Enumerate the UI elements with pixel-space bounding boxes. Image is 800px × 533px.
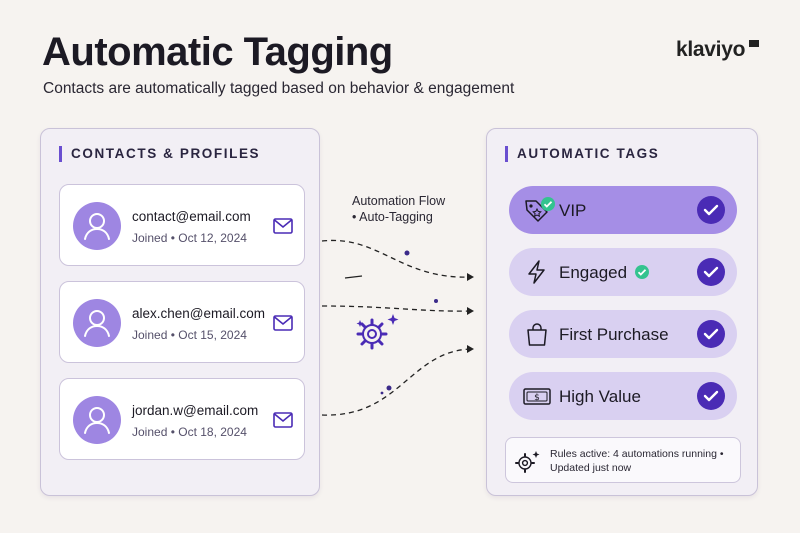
tag-engaged[interactable]: Engaged xyxy=(509,248,737,296)
contact-card[interactable]: alex.chen@email.com Joined • Oct 15, 202… xyxy=(59,281,305,363)
user-icon xyxy=(84,310,110,337)
contacts-panel-heading: CONTACTS & PROFILES xyxy=(59,146,260,162)
flow-connector xyxy=(321,348,473,416)
dollar-bill-icon: $ xyxy=(523,388,551,405)
sparkle-dot xyxy=(380,391,384,395)
contact-card[interactable]: jordan.w@email.com Joined • Oct 18, 2024 xyxy=(59,378,305,460)
flow-connector xyxy=(321,305,473,312)
sparkle-dot xyxy=(386,385,392,391)
rules-status-text: Rules active: 4 automations running • Up… xyxy=(550,447,724,475)
flow-label-line2: • Auto-Tagging xyxy=(352,210,433,224)
checkmark-icon[interactable] xyxy=(697,258,725,286)
arrowhead xyxy=(467,273,474,281)
contact-email: alex.chen@email.com xyxy=(132,306,266,321)
lightning-icon xyxy=(528,260,545,284)
contact-joined-date: Joined • Oct 18, 2024 xyxy=(132,425,247,439)
page-title: Automatic Tagging xyxy=(42,30,393,74)
shopping-bag-icon xyxy=(527,323,547,346)
sparkle-dot xyxy=(434,299,438,303)
checkmark-icon[interactable] xyxy=(697,320,725,348)
tag-label: Engaged xyxy=(559,263,628,282)
avatar xyxy=(73,299,121,347)
tag-star-icon xyxy=(525,200,548,222)
sparkle-dot xyxy=(404,250,410,256)
arrowhead xyxy=(467,345,474,353)
tag-first-purchase[interactable]: First Purchase xyxy=(509,310,737,358)
flow-connector xyxy=(321,239,473,278)
tags-panel-heading: AUTOMATIC TAGS xyxy=(505,146,659,162)
avatar xyxy=(73,396,121,444)
tag-high-value[interactable]: $ High Value xyxy=(509,372,737,420)
status-line2: Updated just now xyxy=(550,462,632,474)
user-icon xyxy=(84,213,110,240)
arrowhead xyxy=(467,307,474,315)
brand-logo: klaviyo xyxy=(676,38,746,61)
gear-sparkle-icon xyxy=(515,451,540,473)
tag-vip[interactable]: VIP xyxy=(509,186,737,234)
mail-icon[interactable] xyxy=(273,412,293,428)
tag-label: VIP xyxy=(559,201,587,220)
contact-card[interactable]: contact@email.com Joined • Oct 12, 2024 xyxy=(59,184,305,266)
tag-label: High Value xyxy=(559,387,641,406)
contact-email: contact@email.com xyxy=(132,209,251,224)
automation-flow-label: Automation Flow • Auto-Tagging xyxy=(352,193,445,225)
user-icon xyxy=(84,407,110,434)
flow-label-line1: Automation Flow xyxy=(352,194,446,208)
sparkle-icon xyxy=(356,314,399,327)
contact-email: jordan.w@email.com xyxy=(132,403,259,418)
avatar xyxy=(73,202,121,250)
verified-badge-icon xyxy=(541,197,555,211)
brand-logo-flag xyxy=(749,40,759,47)
tag-label: First Purchase xyxy=(559,325,669,344)
rules-status-box: Rules active: 4 automations running • Up… xyxy=(505,437,741,483)
checkmark-icon[interactable] xyxy=(697,196,725,224)
mail-icon[interactable] xyxy=(273,315,293,331)
checkmark-icon[interactable] xyxy=(697,382,725,410)
tags-panel: AUTOMATIC TAGS VIP Engaged Fir xyxy=(486,128,758,496)
status-line1: Rules active: 4 automations running • xyxy=(550,448,724,460)
motion-line xyxy=(344,275,363,279)
svg-text:$: $ xyxy=(534,393,540,403)
gear-icon xyxy=(356,318,388,350)
contact-joined-date: Joined • Oct 15, 2024 xyxy=(132,328,247,342)
contact-joined-date: Joined • Oct 12, 2024 xyxy=(132,231,247,245)
mail-icon[interactable] xyxy=(273,218,293,234)
page-subtitle: Contacts are automatically tagged based … xyxy=(43,80,515,97)
verified-badge-icon xyxy=(635,265,649,279)
contacts-panel: CONTACTS & PROFILES contact@email.com Jo… xyxy=(40,128,320,496)
